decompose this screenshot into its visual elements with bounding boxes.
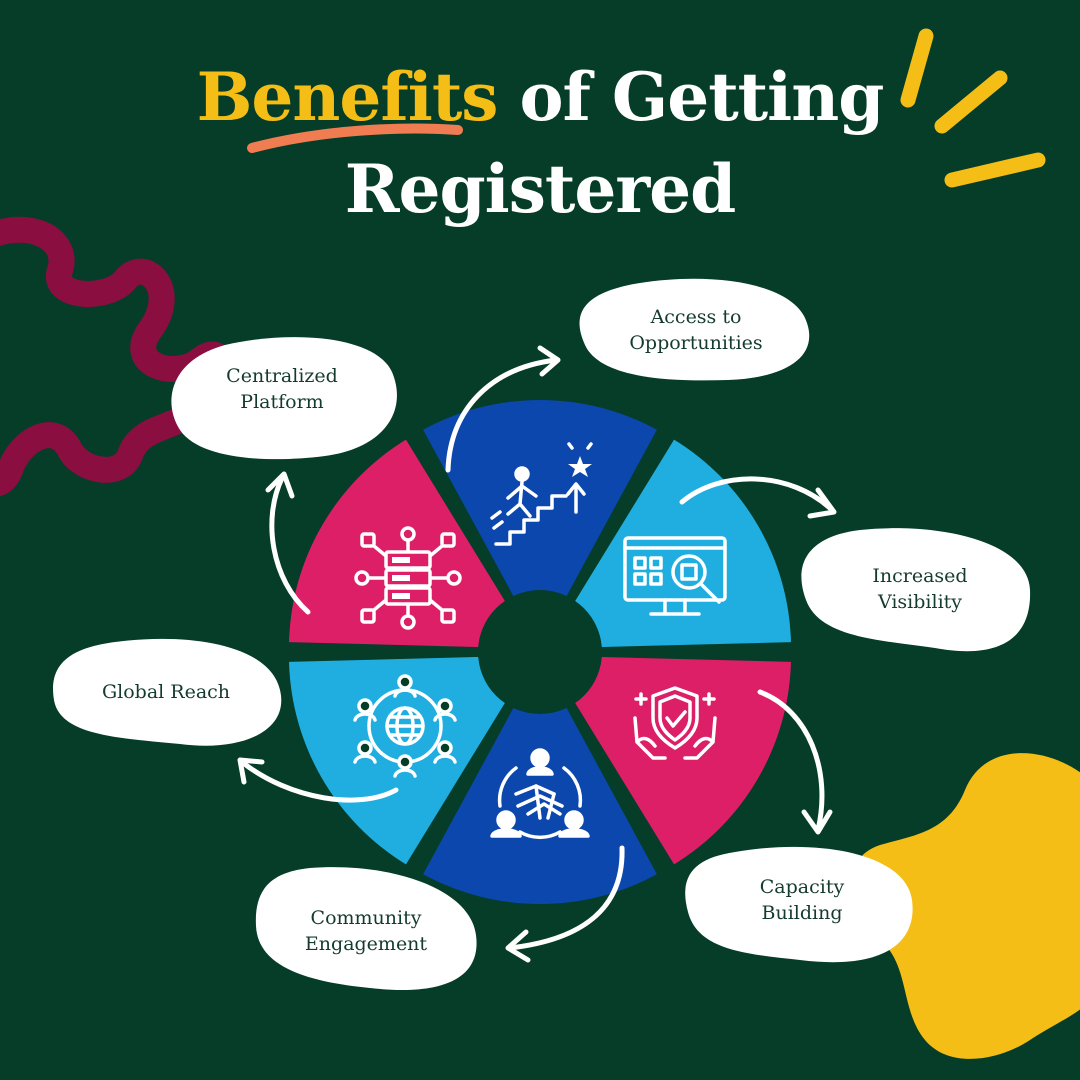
bubble-access-to-opportunities <box>579 278 810 381</box>
arrow-to-access <box>445 357 559 473</box>
monitor-search-icon <box>623 536 727 616</box>
title-highlight: Benefits <box>196 58 499 136</box>
title-underline <box>247 123 463 153</box>
arrow-to-global <box>239 759 399 803</box>
wheel-segment-community <box>423 659 657 904</box>
title-line-2: Registered <box>344 150 737 228</box>
yellow-blob <box>851 753 1080 1059</box>
sparkle-lines <box>900 28 1046 188</box>
bubble-community-engagement <box>255 867 477 990</box>
bubble-increased-visibility <box>801 528 1031 652</box>
stairs-climb-icon <box>490 442 593 546</box>
shield-hands-icon <box>633 686 717 760</box>
bubble-capacity-building <box>685 846 913 963</box>
globe-people-icon <box>353 674 457 778</box>
label-community-engagement: Community Engagement <box>304 907 428 955</box>
maroon-squiggle <box>0 216 237 496</box>
arrow-to-community <box>507 845 625 951</box>
arrow-to-visibility <box>679 476 835 513</box>
wheel-segment-centralized <box>289 439 534 649</box>
label-global-reach: Global Reach <box>101 681 231 703</box>
arrow-to-capacity <box>757 689 825 833</box>
label-increased-visibility: Increased Visibility <box>872 565 968 613</box>
network-server-icon <box>354 526 462 630</box>
label-access-to-opportunities: Access to Opportunities <box>629 306 763 354</box>
title-rest-line1: of Getting <box>519 58 884 136</box>
wheel-segment-capacity <box>546 655 791 865</box>
label-centralized-platform: Centralized Platform <box>226 365 338 413</box>
bubbles <box>53 278 1031 990</box>
label-capacity-building: Capacity Building <box>759 876 845 924</box>
wheel-hub <box>478 590 602 714</box>
arrow-to-centralized <box>269 475 311 615</box>
wheel-segment-access <box>423 400 657 645</box>
handshake-group-icon <box>490 748 590 840</box>
benefits-wheel <box>289 400 791 904</box>
bubble-centralized-platform <box>171 337 397 460</box>
title-line-1: Benefits of Getting <box>0 58 1080 136</box>
bubble-global-reach <box>53 638 282 746</box>
wheel-segment-visibility <box>546 439 791 649</box>
flow-arrows <box>237 345 837 963</box>
